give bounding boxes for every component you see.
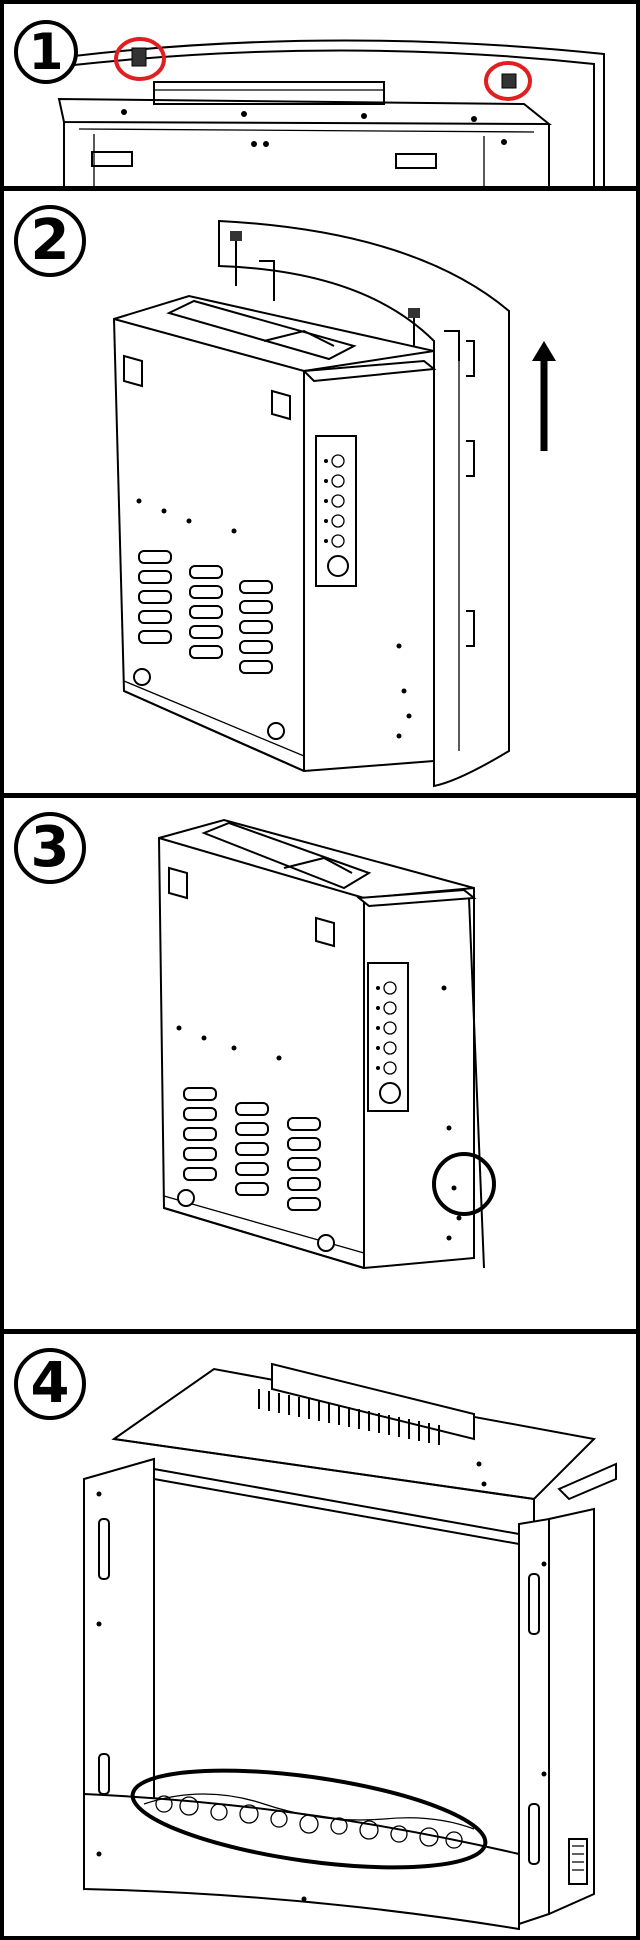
left-bracket <box>91 151 133 167</box>
top-vent-bracket <box>201 821 372 890</box>
ember-bed <box>143 1793 475 1849</box>
top-vent-bracket <box>153 81 385 105</box>
step-number: 2 <box>14 205 86 277</box>
step-number: 4 <box>14 1348 86 1420</box>
step-3-panel: 3 <box>4 798 636 1334</box>
top-vent-bracket <box>166 299 357 361</box>
right-bracket <box>395 153 437 169</box>
step-number: 3 <box>14 812 86 884</box>
front-panel-outline <box>73 39 605 186</box>
step-3-illustration <box>157 818 496 1270</box>
vent-slots <box>258 1389 440 1445</box>
side-bracket-left <box>123 354 143 388</box>
right-screw <box>501 73 517 89</box>
side-bracket-left <box>168 866 188 900</box>
step-1-panel: 1 <box>4 4 636 191</box>
vent-grille <box>183 1087 321 1211</box>
highlight-ellipse <box>130 1768 488 1870</box>
side-bracket-right <box>271 389 291 421</box>
step-number: 1 <box>14 20 78 84</box>
highlight-circle-right <box>484 61 532 101</box>
front-panel <box>218 219 510 788</box>
vent-grille <box>138 550 273 674</box>
top-vent-bracket <box>271 1362 475 1441</box>
step-4-panel: 4 <box>4 1334 636 1940</box>
highlight-circle-left <box>114 37 166 81</box>
side-bracket-right <box>315 916 335 948</box>
step-2-illustration <box>112 219 556 788</box>
step-4-illustration <box>83 1362 617 1931</box>
highlight-circle <box>432 1152 496 1216</box>
left-screw <box>131 47 147 67</box>
step-2-panel: 2 <box>4 191 636 798</box>
step-1-illustration <box>57 37 605 186</box>
